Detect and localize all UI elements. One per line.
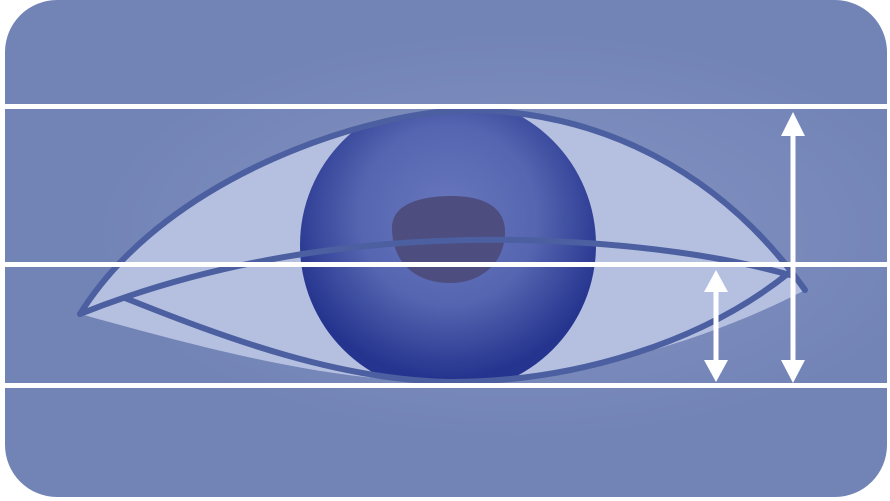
upper-lid-line (5, 104, 887, 109)
middle-line (5, 262, 887, 267)
lower-lid-line (5, 383, 887, 388)
